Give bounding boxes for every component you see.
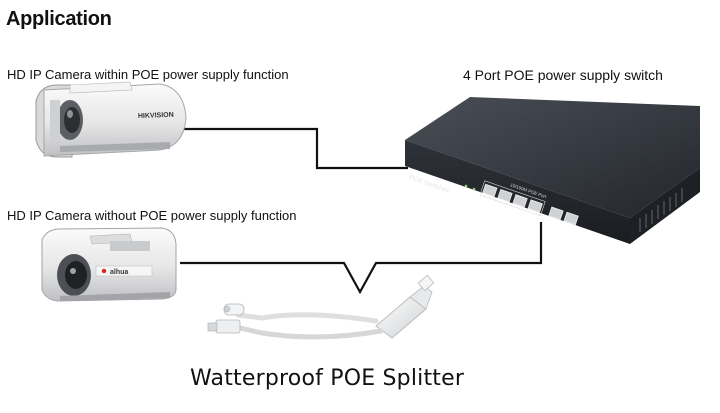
camera-poe-label: HD IP Camera within POE power supply fun… xyxy=(7,67,289,82)
switch-vents xyxy=(639,188,683,232)
camera-no-poe-brand: alhua xyxy=(110,269,128,276)
poe-splitter-icon xyxy=(207,274,435,340)
camera-no-poe-icon: alhua xyxy=(41,227,177,302)
cable-camera-no-poe xyxy=(180,222,543,295)
camera-no-poe-label: HD IP Camera without POE power supply fu… xyxy=(7,208,297,223)
cable-camera-poe xyxy=(182,127,408,170)
switch-label: 4 Port POE power supply switch xyxy=(463,67,663,83)
switch-ports xyxy=(464,180,579,226)
splitter-caption: Watterproof POE Splitter xyxy=(190,366,465,391)
camera-poe-icon: HIKVISION xyxy=(35,81,187,158)
diagram-title: Application xyxy=(6,8,112,30)
camera-poe-brand: HIKVISION xyxy=(138,112,174,120)
poe-switch-icon: POE Switches 10/100M POE Port xyxy=(405,97,700,244)
